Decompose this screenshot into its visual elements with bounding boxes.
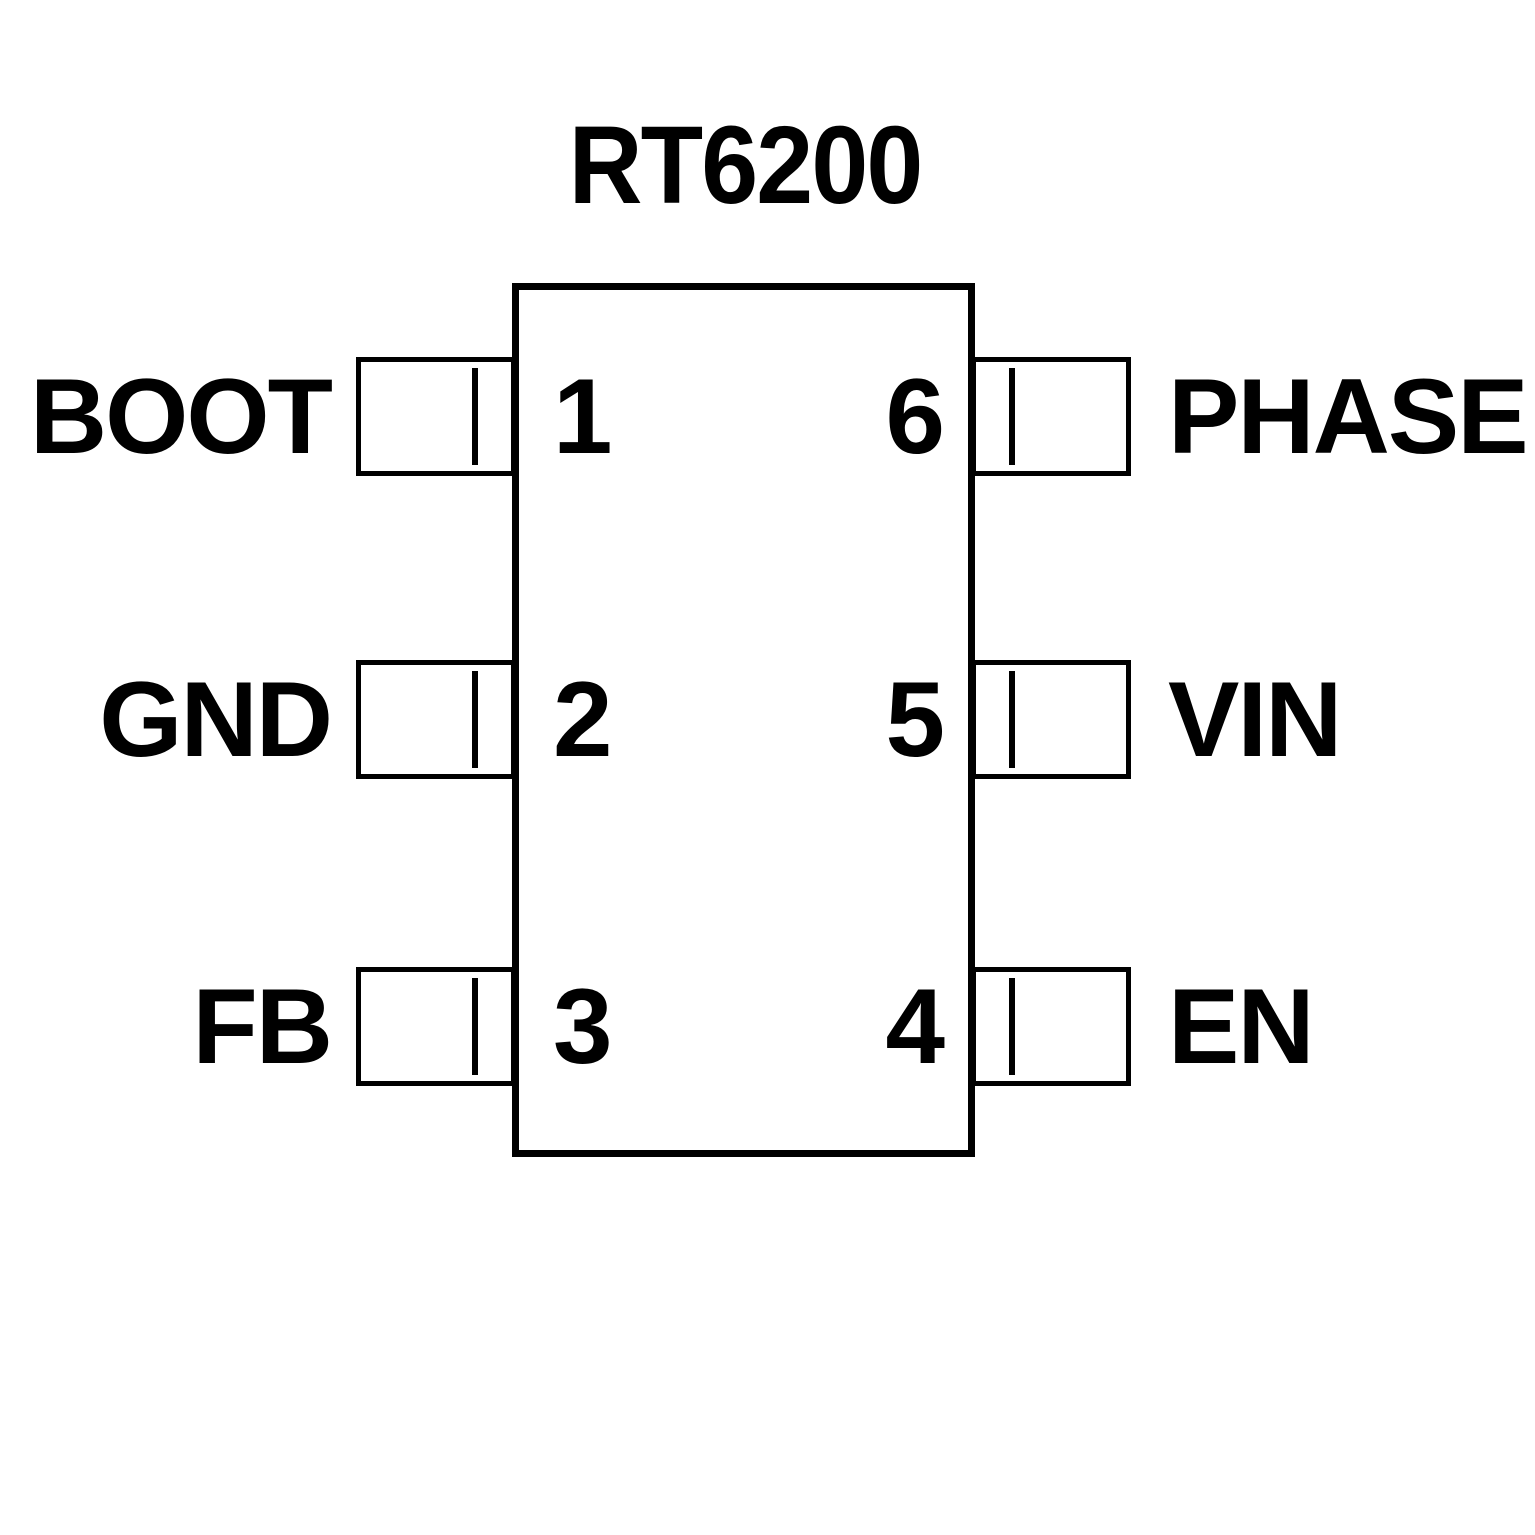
pin-5-box [971,660,1131,779]
chip-title: RT6200 [568,104,924,227]
pin-6-contact-line [1009,368,1015,465]
pin-5-contact-line [1009,671,1015,768]
pin-4-number: 4 [885,966,945,1086]
pin-6-label: PHASE [1168,356,1529,476]
pin-4-label: EN [1168,966,1315,1086]
pin-3-contact-line [472,978,478,1075]
pin-6-number: 6 [885,356,945,476]
pin-4-box [971,967,1131,1086]
pin-5-number: 5 [885,659,945,779]
pin-1-label: BOOT [29,356,333,476]
pin-1-number: 1 [553,356,613,476]
pin-2-contact-line [472,671,478,768]
pin-3-number: 3 [553,966,613,1086]
pin-2-label: GND [99,659,333,779]
pin-1-contact-line [472,368,478,465]
pin-6-box [971,357,1131,476]
pin-1-box [356,357,516,476]
pin-3-box [356,967,516,1086]
pin-3-label: FB [192,966,333,1086]
pin-2-number: 2 [553,659,613,779]
pin-5-label: VIN [1168,659,1342,779]
pin-4-contact-line [1009,978,1015,1075]
pin-2-box [356,660,516,779]
